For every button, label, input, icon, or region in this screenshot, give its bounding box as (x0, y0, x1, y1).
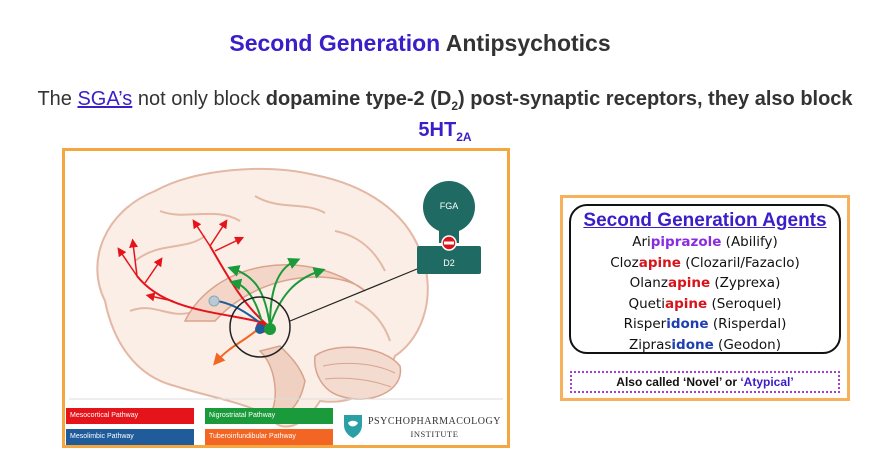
subtitle: The SGA’s not only block dopamine type-2… (20, 87, 870, 149)
agents-title: Second Generation Agents (583, 210, 827, 231)
agent-brand: (Clozaril/Fazaclo) (680, 254, 800, 271)
agents-list-box: Second Generation Agents Aripiprazole (A… (569, 204, 841, 354)
agent-prefix: Cloz (610, 254, 639, 271)
institute-logo-text: PSYCHOPHARMACOLOGY INSTITUTE (368, 415, 501, 441)
also-called-note: Also called ‘Novel’ or ‘Atypical’ (570, 371, 840, 393)
agents-list: Aripiprazole (Abilify)Clozapine (Clozari… (571, 232, 839, 355)
agent-row: Quetiapine (Seroquel) (571, 294, 839, 315)
subtitle-mid: not only block (132, 88, 266, 110)
agent-stem: apine (638, 254, 681, 271)
agent-prefix: Queti (628, 295, 665, 312)
aka-atypical: ‘Atypical’ (740, 375, 794, 389)
pathway-legend: Mesocortical Pathway Mesolimbic Pathway … (66, 408, 506, 445)
legend-tuberoinfundibular: Tuberoinfundibular Pathway (205, 429, 333, 445)
agent-stem: apine (664, 295, 708, 312)
aka-or: or (721, 375, 741, 389)
title-accent: Second Generation (229, 30, 441, 56)
subtitle-prefix: The (37, 88, 78, 110)
cerebellum (314, 346, 402, 400)
legend-mesocortical: Mesocortical Pathway (66, 408, 194, 424)
fga-label: FGA (440, 201, 459, 211)
logo-line2: INSTITUTE (410, 429, 459, 439)
focus-circle (229, 296, 291, 358)
agent-brand: (Geodon) (713, 336, 782, 353)
agent-brand: (Risperdal) (708, 316, 787, 332)
agent-stem: idone (671, 336, 714, 353)
agent-brand: (Seroquel) (707, 295, 782, 312)
aka-novel: ‘Novel’ (682, 375, 722, 389)
page-title: Second Generation Antipsychotics (0, 30, 840, 57)
brain-pathways-diagram: FGA D2 (69, 167, 503, 428)
agent-stem: apine (667, 275, 711, 291)
subtitle-sub1: 2 (451, 99, 458, 113)
agent-prefix: Ari (632, 234, 651, 250)
agent-row: Clozapine (Clozaril/Fazaclo) (571, 253, 839, 274)
agent-brand: (Zyprexa) (710, 275, 781, 291)
legend-nigrostriatal: Nigrostriatal Pathway (205, 408, 333, 424)
subtitle-bold2: ) post-synaptic receptors, they also blo… (458, 88, 853, 110)
title-rest: Antipsychotics (440, 30, 611, 56)
agent-row: Olanzapine (Zyprexa) (571, 273, 839, 294)
institute-logo-icon (344, 415, 362, 438)
agent-prefix: Zipras (628, 336, 672, 353)
receptor-sub: 2A (456, 130, 472, 144)
receptor-label: 5HT (418, 119, 457, 141)
agent-brand: (Abilify) (721, 234, 778, 250)
agent-stem: piprazole (650, 234, 722, 250)
d2-label: D2 (443, 258, 455, 268)
fga-drug-circle (423, 181, 475, 233)
d2-receptor-box (417, 246, 481, 274)
logo-line1: PSYCHOPHARMACOLOGY (368, 416, 501, 427)
agent-row: Ziprasidone (Geodon) (571, 335, 839, 356)
agent-row: Aripiprazole (Abilify) (571, 232, 839, 253)
agent-prefix: Olanz (629, 275, 668, 291)
sga-link[interactable]: SGA’s (77, 88, 133, 110)
agents-panel: Second Generation Agents Aripiprazole (A… (560, 195, 850, 401)
agent-stem: idone (666, 316, 709, 332)
brain-diagram-frame: FGA D2 (62, 148, 510, 448)
agent-row: Risperidone (Risperdal) (571, 314, 839, 335)
subtitle-bold1: dopamine type-2 (D (265, 88, 452, 110)
aka-prefix: Also called (616, 375, 683, 389)
agent-prefix: Risper (623, 316, 667, 332)
legend-mesolimbic: Mesolimbic Pathway (66, 429, 194, 445)
